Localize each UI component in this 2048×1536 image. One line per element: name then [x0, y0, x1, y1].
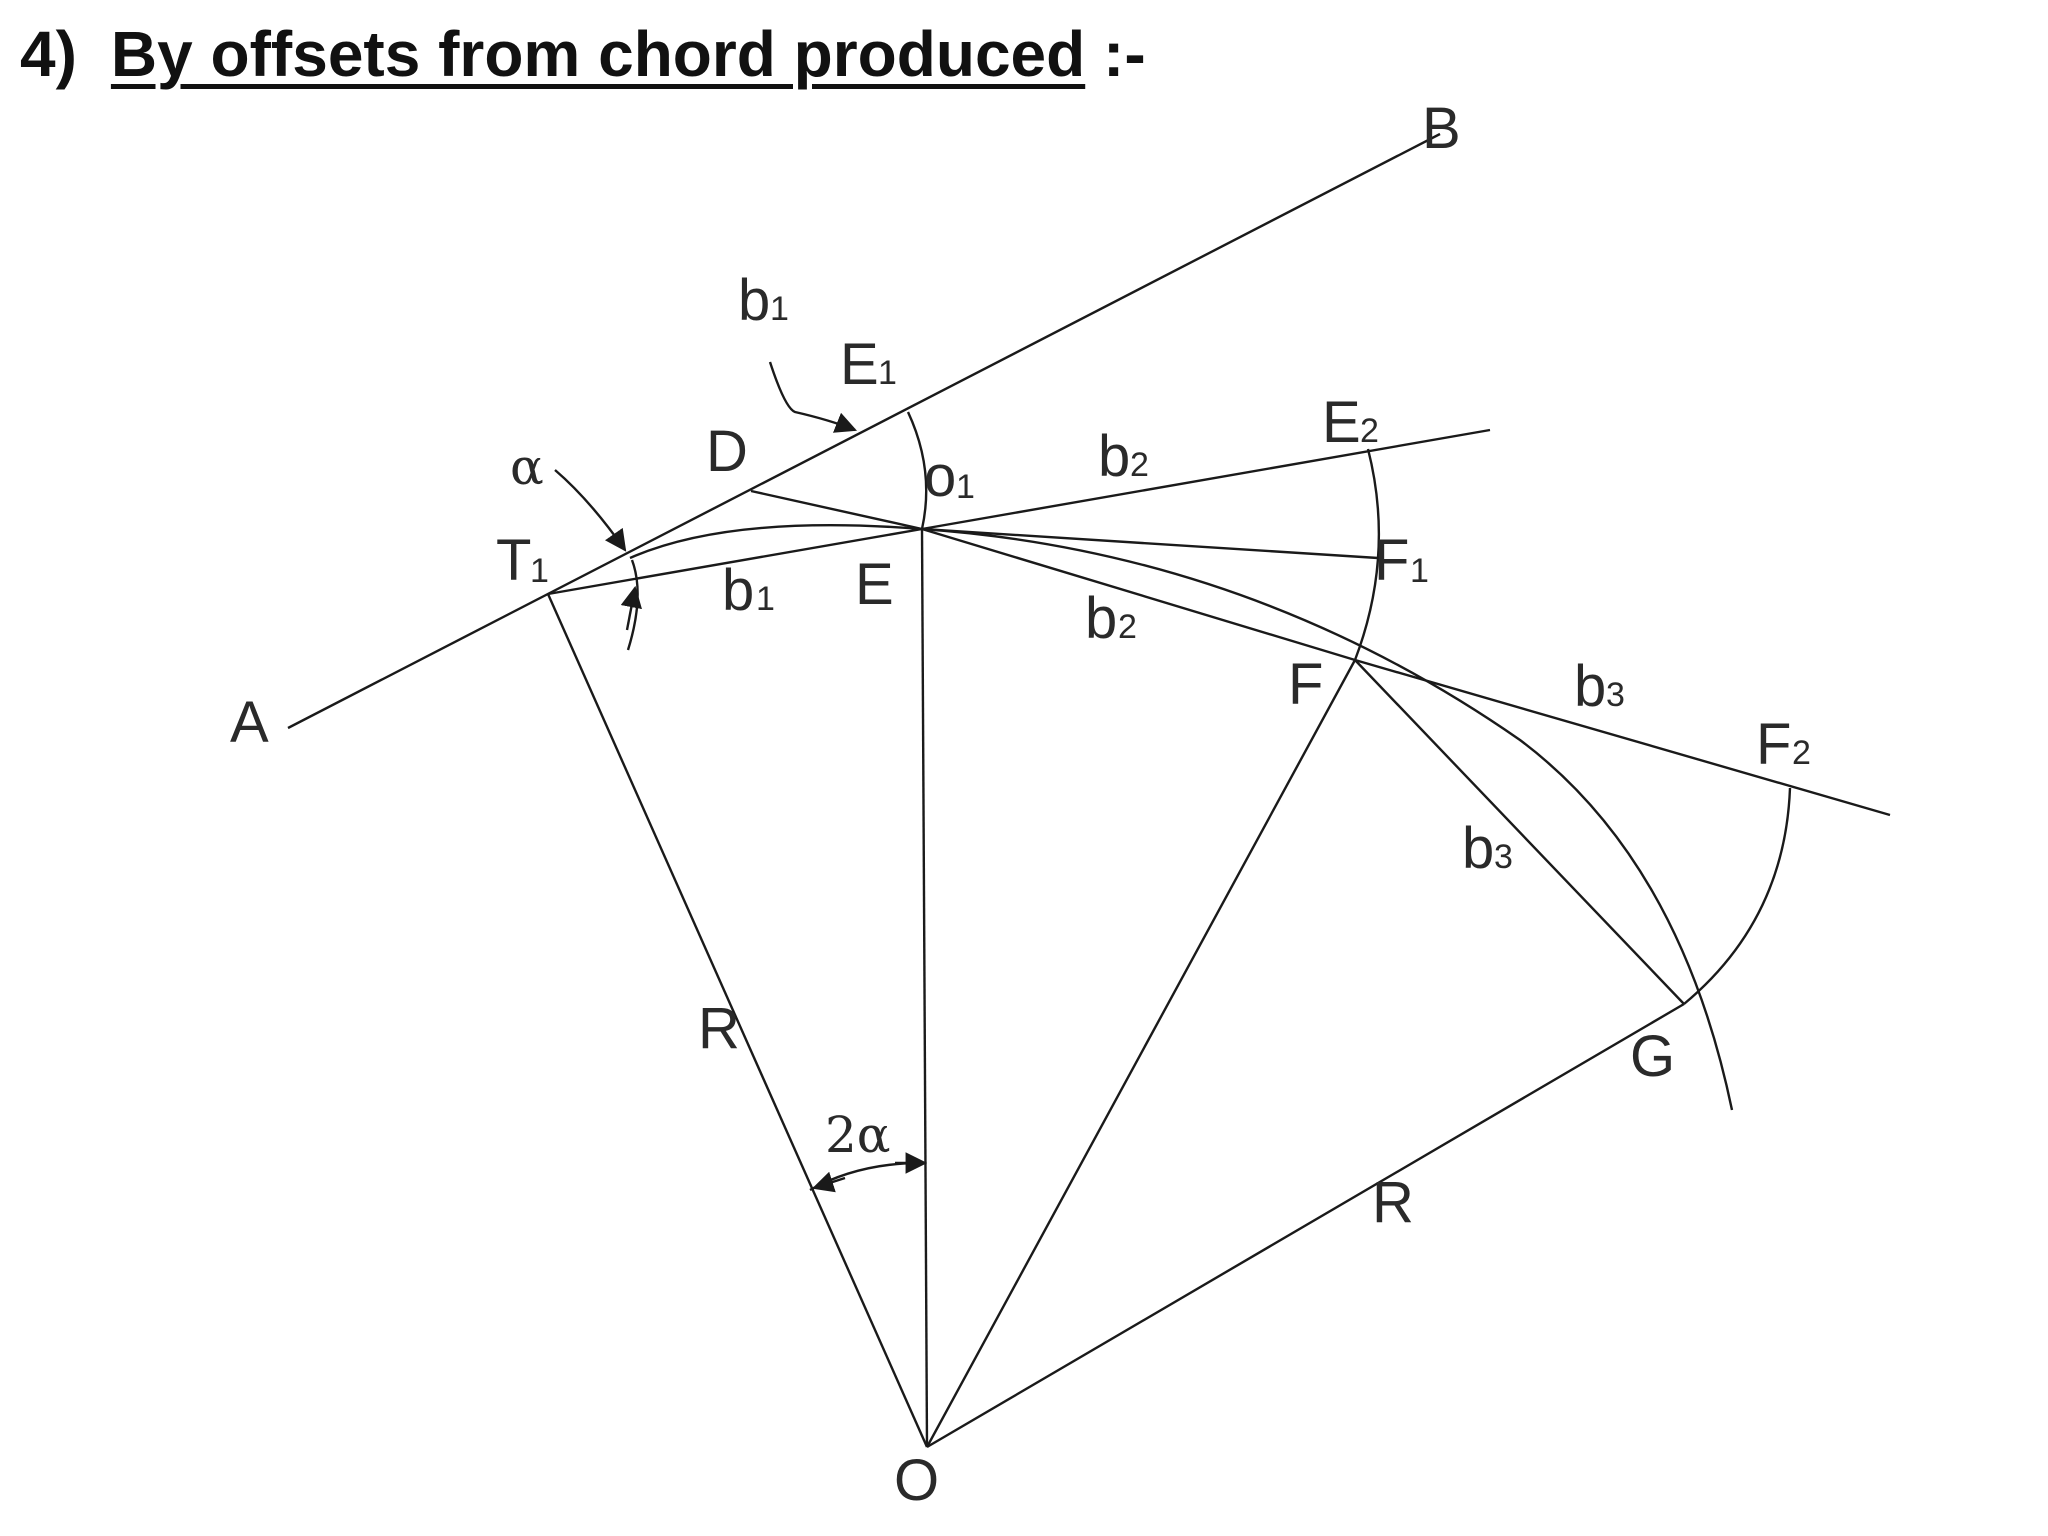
label-b2-chord-sub: 2 [1118, 608, 1137, 646]
b1-leader-arrow [768, 361, 858, 433]
alpha-leader-arrow [554, 469, 627, 552]
label-b1-chord: b [722, 558, 754, 623]
label-e1: E [840, 332, 879, 397]
heading-title: By offsets from chord produced [110, 18, 1086, 90]
radius-g-o [926, 1002, 1685, 1449]
label-r-left: R [698, 996, 740, 1061]
tangent-line-ab [287, 132, 1441, 730]
chord-produced-f-f2 [1354, 658, 1891, 817]
label-g: G [1630, 1024, 1675, 1089]
radius-e-o [920, 528, 929, 1448]
label-b2-top-sub: 2 [1130, 446, 1149, 484]
label-b2-top: b [1098, 424, 1130, 489]
label-b3-top-sub: 3 [1606, 676, 1625, 714]
section-heading: 4) By offsets from chord produced :- [20, 14, 1146, 94]
label-o: O [894, 1448, 939, 1513]
arc-e1-e [906, 411, 928, 530]
label-e2-sub: 2 [1360, 412, 1379, 450]
arc-e2-f [1353, 448, 1381, 661]
label-t1: T [496, 528, 531, 593]
label-two-alpha: 2α [825, 1106, 891, 1164]
chord-e-f [921, 527, 1356, 662]
label-b3-chord-sub: 3 [1494, 838, 1513, 876]
label-e2: E [1322, 390, 1361, 455]
label-b3-chord: b [1462, 816, 1494, 881]
alpha-bottom-arrow [620, 585, 642, 631]
label-f1-sub: 1 [1410, 552, 1429, 590]
label-o1-sub: 1 [956, 468, 975, 506]
label-e: E [855, 552, 894, 617]
angle-2alpha-arc [809, 1161, 927, 1192]
label-e1-sub: 1 [878, 354, 897, 392]
offset-e-f1 [921, 527, 1379, 560]
radius-f-o [925, 659, 1357, 1448]
heading-number: 4) [20, 18, 77, 90]
label-b1-top-sub: 1 [770, 290, 789, 328]
heading-suffix: :- [1103, 18, 1146, 90]
label-d: D [706, 419, 748, 484]
main-circular-curve [629, 524, 1734, 1111]
label-b3-top: b [1574, 654, 1606, 719]
label-alpha: α [510, 438, 544, 496]
label-b2-chord: b [1085, 586, 1117, 651]
label-f1: F [1374, 528, 1409, 593]
label-f2-sub: 2 [1792, 734, 1811, 772]
label-b1-top: b [738, 268, 770, 333]
label-r-bottom: R [1372, 1170, 1414, 1235]
radius-t1-o [546, 593, 929, 1448]
label-a: A [230, 690, 269, 755]
chord-t1-e [547, 527, 923, 596]
label-b1-chord-sub: 1 [756, 580, 775, 618]
chord-f-g [1354, 659, 1685, 1005]
label-o1: o [924, 444, 956, 509]
chord-produced-e-e2 [921, 428, 1491, 531]
label-f: F [1288, 652, 1323, 717]
two-alpha-arrow-left [811, 1171, 846, 1193]
arc-f2-g [1683, 787, 1792, 1005]
label-b: B [1422, 96, 1461, 161]
offset-d-e [750, 489, 923, 531]
label-f2: F [1756, 712, 1791, 777]
label-t1-sub: 1 [530, 552, 549, 590]
